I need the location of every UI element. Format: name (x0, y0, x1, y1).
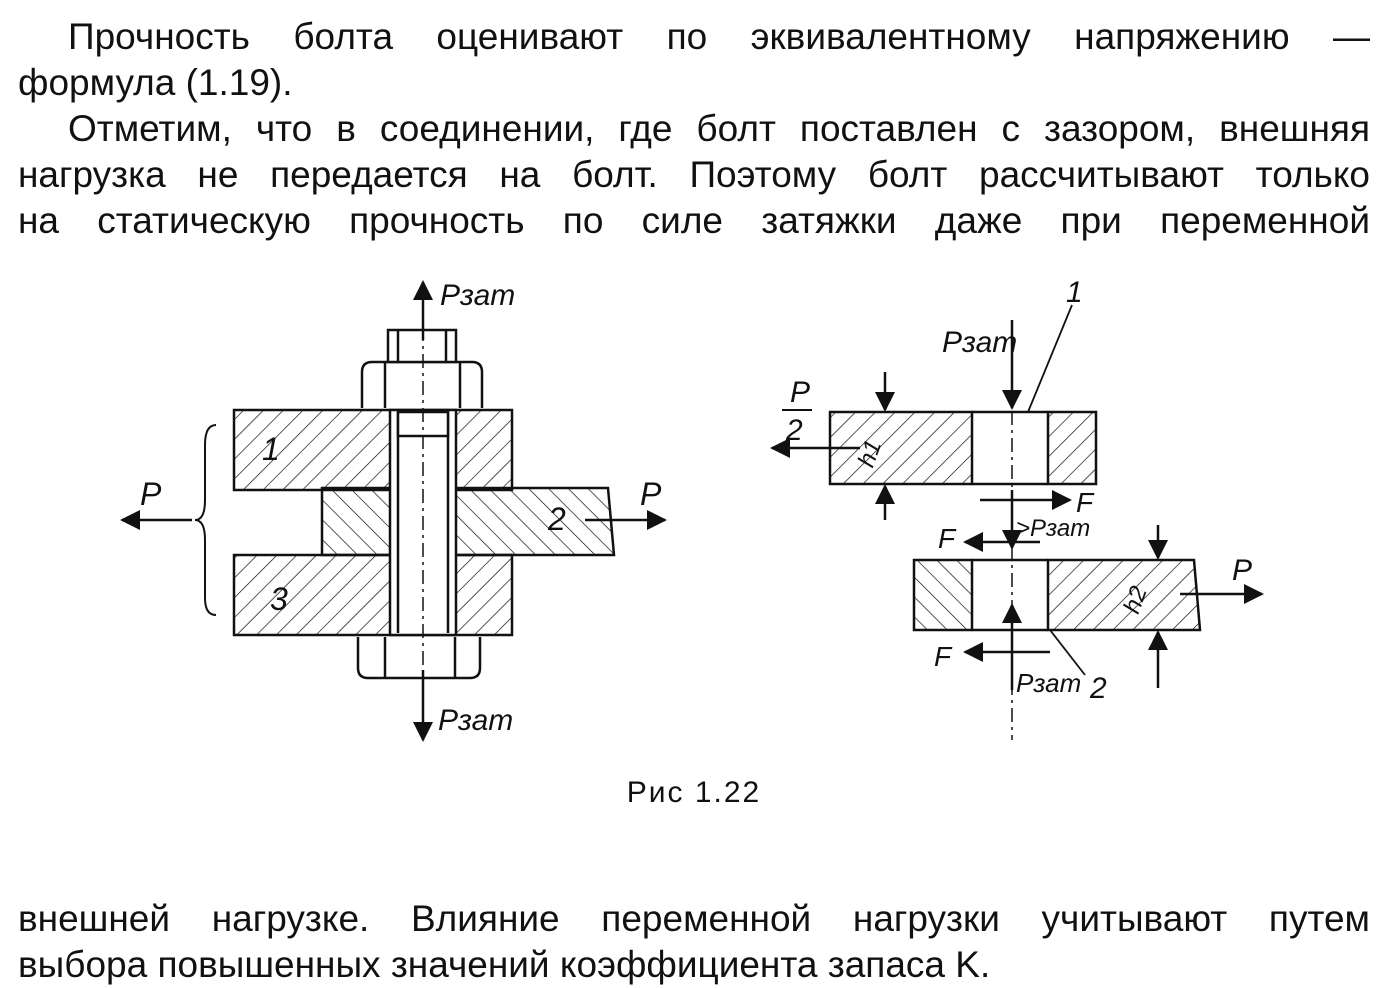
label-p-right-load: P (1232, 554, 1252, 587)
label-plate-2: 2 (547, 501, 566, 537)
paragraph-line: формула (1.19). (18, 62, 293, 103)
plate-1 (232, 408, 514, 492)
label-pzat-bottom-right: Pзат (1016, 668, 1081, 698)
lower-plate-left (912, 558, 974, 632)
label-p-left: P (140, 476, 162, 512)
paragraph-line: Прочность болта оценивают по эквивалентн… (68, 16, 1370, 57)
label-f-1: F (1076, 487, 1095, 518)
label-part-2: 2 (1089, 672, 1107, 705)
right-exploded-view (770, 304, 1264, 740)
paragraph-2: Отметим, что в соединении, где болт пост… (18, 106, 1370, 244)
label-plate-3: 3 (270, 581, 288, 617)
label-pzat-top-right: Pзат (942, 326, 1017, 359)
paragraph-line: на статическую прочность по силе затяжки… (18, 200, 1370, 241)
label-p-right: P (640, 476, 662, 512)
paragraph-line: Отметим, что в соединении, где болт пост… (68, 108, 1370, 149)
label-friction-ineq: >Pзат (1016, 515, 1090, 542)
plate-3 (232, 553, 514, 637)
left-bolt-assembly (120, 280, 667, 742)
right-labels: Pзат Pзат P 2 P F F F >Pзат h1 h2 1 2 (782, 276, 1252, 705)
paragraph-line: выбора повышенных значений коэффициента … (18, 944, 991, 985)
paragraph-line: нагрузка не передается на болт. Поэтому … (18, 154, 1370, 195)
figure-bolt-joint: Pзат Pзат P P 1 2 3 (120, 276, 1264, 742)
paragraph-line: внешней нагрузке. Влияние переменной наг… (18, 898, 1370, 939)
plate-2 (320, 486, 616, 557)
label-p-half-num: P (790, 376, 810, 409)
label-pzat-bottom: Pзат (438, 704, 513, 737)
label-f-2: F (938, 523, 957, 554)
figure-caption: Рис 1.22 (626, 776, 762, 809)
upper-plate-right (1046, 410, 1098, 486)
label-p-half-den: 2 (785, 414, 803, 447)
bolt-end (386, 328, 458, 364)
left-labels: Pзат Pзат P P 1 2 3 (140, 279, 662, 737)
paragraph-3: внешней нагрузке. Влияние переменной наг… (18, 896, 1370, 988)
label-pzat-top: Pзат (440, 279, 515, 312)
paragraph-1: Прочность болта оценивают по эквивалентн… (18, 14, 1370, 106)
label-part-1: 1 (1066, 276, 1083, 309)
bolt-head (356, 637, 482, 680)
lower-plate-right (1046, 558, 1202, 632)
label-f-3: F (934, 641, 953, 672)
nut-top (360, 360, 484, 408)
label-plate-1: 1 (262, 431, 280, 467)
